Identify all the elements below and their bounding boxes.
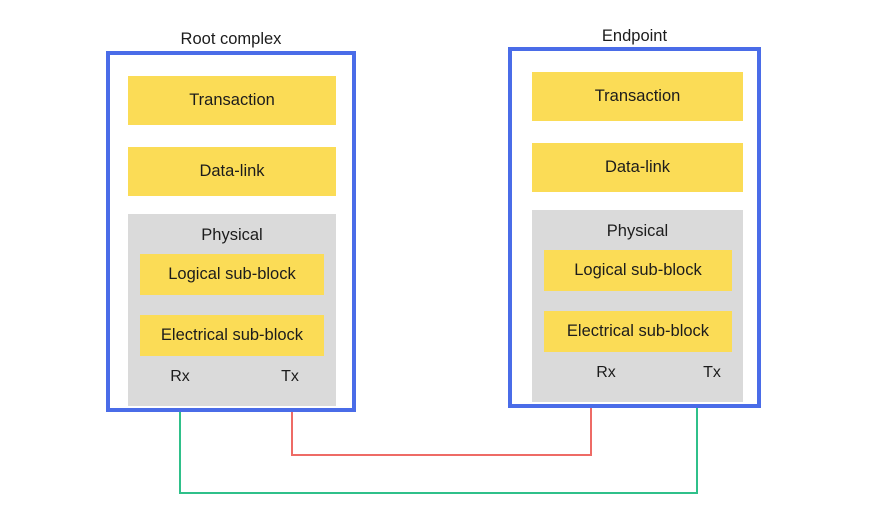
link-red-path [291, 375, 592, 456]
layer-block-transaction: Transaction [128, 76, 336, 125]
layer-block-physical: Physical Logical sub-block Electrical su… [532, 210, 743, 402]
physical-label: Physical [606, 222, 669, 240]
sub-block-electrical: Electrical sub-block [544, 311, 732, 352]
layer-block-physical: Physical Logical sub-block Electrical su… [128, 214, 336, 406]
device-panel-endpoint: Transaction Data-link Physical Logical s… [508, 47, 761, 408]
device-panel-root-complex: Transaction Data-link Physical Logical s… [106, 51, 356, 412]
layer-block-data-link: Data-link [532, 143, 743, 192]
layer-block-data-link: Data-link [128, 147, 336, 196]
port-label-tx: Tx [703, 364, 721, 381]
port-label-rx: Rx [170, 368, 190, 385]
sub-block-electrical: Electrical sub-block [140, 315, 324, 356]
link-green-path [179, 375, 698, 494]
page-title-root-complex: Root complex [180, 30, 282, 48]
page-title-endpoint: Endpoint [601, 27, 668, 45]
sub-block-logical: Logical sub-block [544, 250, 732, 291]
port-label-tx: Tx [281, 368, 299, 385]
port-label-rx: Rx [596, 364, 616, 381]
layer-block-transaction: Transaction [532, 72, 743, 121]
physical-label: Physical [201, 226, 263, 244]
sub-block-logical: Logical sub-block [140, 254, 324, 295]
